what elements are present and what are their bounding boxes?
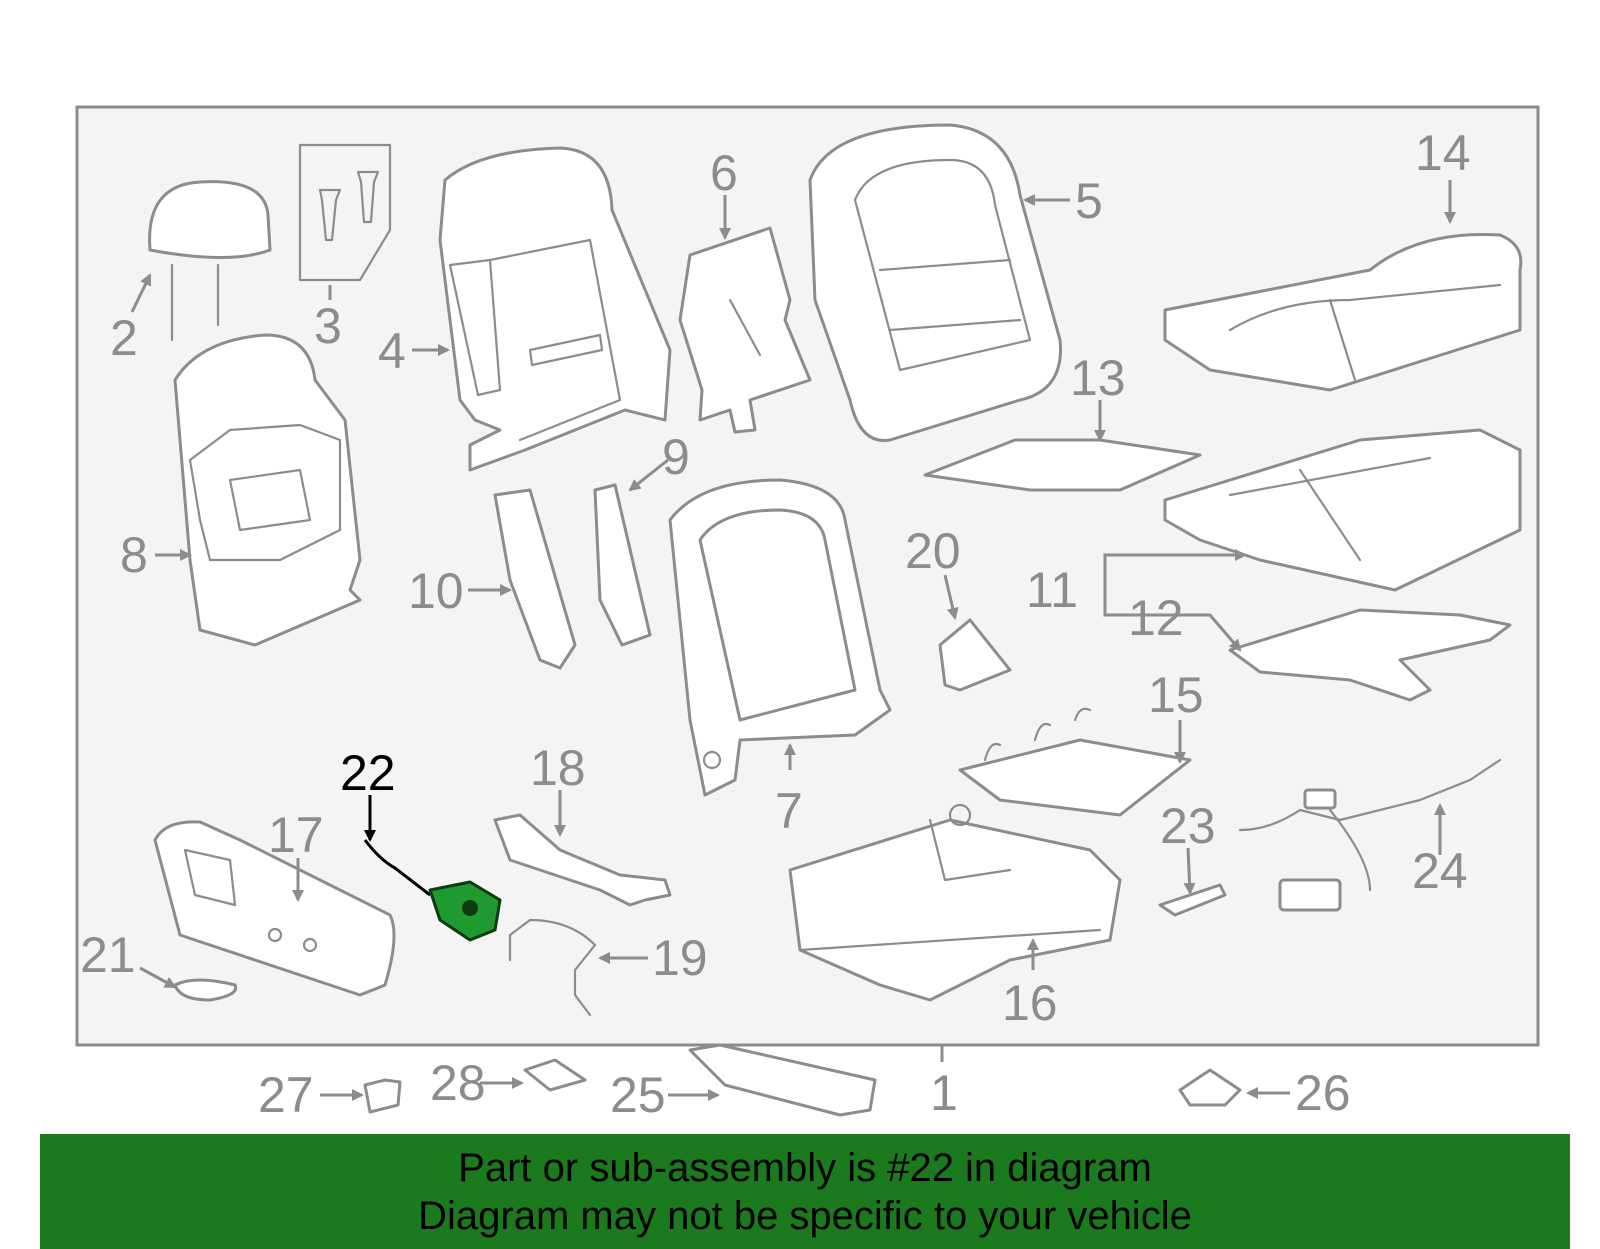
banner-line-2: Diagram may not be specific to your vehi… xyxy=(418,1194,1192,1238)
part-16-seat-adjuster[interactable] xyxy=(788,803,1122,1002)
callout-labels: 1 2 3 4 5 6 7 8 9 10 11 12 13 14 15 16 1… xyxy=(80,125,1471,1123)
callout-17[interactable]: 17 xyxy=(268,807,324,863)
callout-25[interactable]: 25 xyxy=(610,1067,666,1123)
callout-3[interactable]: 3 xyxy=(314,298,342,354)
part-23-trim[interactable] xyxy=(1158,883,1227,917)
callout-21[interactable]: 21 xyxy=(80,927,136,983)
callout-2[interactable]: 2 xyxy=(110,310,138,366)
callout-5[interactable]: 5 xyxy=(1075,173,1103,229)
part-26-clip[interactable] xyxy=(1178,1068,1242,1107)
part-10-side-bolster[interactable] xyxy=(493,488,577,670)
callout-26[interactable]: 26 xyxy=(1295,1065,1351,1121)
part-13-heater-pad[interactable] xyxy=(923,438,1202,492)
part-4-seatback-panel[interactable] xyxy=(438,146,672,472)
part-12-cushion-pan[interactable] xyxy=(1228,608,1512,702)
part-28-clip[interactable] xyxy=(523,1058,587,1092)
callout-28[interactable]: 28 xyxy=(430,1055,486,1111)
part-18-bracket[interactable] xyxy=(493,813,672,907)
callout-14[interactable]: 14 xyxy=(1415,125,1471,181)
callout-20[interactable]: 20 xyxy=(905,523,961,579)
callout-18[interactable]: 18 xyxy=(530,740,586,796)
callout-8[interactable]: 8 xyxy=(120,527,148,583)
part-2-headrest[interactable] xyxy=(148,180,272,342)
callout-6[interactable]: 6 xyxy=(710,145,738,201)
callout-24[interactable]: 24 xyxy=(1412,843,1468,899)
part-7-seatback-frame[interactable] xyxy=(668,478,892,797)
info-banner: Part or sub-assembly is #22 in diagram D… xyxy=(40,1134,1570,1249)
callout-22[interactable]: 22 xyxy=(340,745,396,801)
part-8-back-support[interactable] xyxy=(173,333,362,647)
part-21-cap[interactable] xyxy=(173,978,238,1002)
callout-10[interactable]: 10 xyxy=(408,563,464,619)
part-17-side-shield[interactable] xyxy=(153,820,396,997)
callout-15[interactable]: 15 xyxy=(1148,667,1204,723)
part-19-wire[interactable] xyxy=(508,918,597,1017)
part-20-recliner-cover[interactable] xyxy=(938,618,1012,692)
part-15-seat-springs[interactable] xyxy=(958,707,1192,817)
part-14-cushion-cover[interactable] xyxy=(1163,232,1523,392)
part-5-seatback-cover[interactable] xyxy=(808,123,1062,442)
part-11-seat-cushion[interactable] xyxy=(1163,428,1522,592)
part-6-pad[interactable] xyxy=(678,226,812,434)
callout-23[interactable]: 23 xyxy=(1160,798,1216,854)
callout-4[interactable]: 4 xyxy=(378,323,406,379)
part-25-lower-trim[interactable] xyxy=(688,1043,877,1117)
callout-13[interactable]: 13 xyxy=(1070,350,1126,406)
callout-19[interactable]: 19 xyxy=(652,930,708,986)
callout-12[interactable]: 12 xyxy=(1128,590,1184,646)
banner-line-1: Part or sub-assembly is #22 in diagram xyxy=(458,1146,1152,1190)
callout-1[interactable]: 1 xyxy=(930,1065,958,1121)
callout-16[interactable]: 16 xyxy=(1002,975,1058,1031)
part-27-clip[interactable] xyxy=(363,1078,402,1114)
callout-11[interactable]: 11 xyxy=(1026,562,1078,618)
callout-9[interactable]: 9 xyxy=(662,429,690,485)
callout-7[interactable]: 7 xyxy=(775,783,803,839)
part-24-wiring-harness[interactable] xyxy=(1238,758,1502,912)
part-22-highlighted[interactable] xyxy=(363,839,502,942)
part-9-side-bolster[interactable] xyxy=(593,483,652,647)
leader-lines xyxy=(130,180,1456,1101)
callout-27[interactable]: 27 xyxy=(258,1067,314,1123)
part-3-headrest-guides[interactable] xyxy=(298,143,392,282)
